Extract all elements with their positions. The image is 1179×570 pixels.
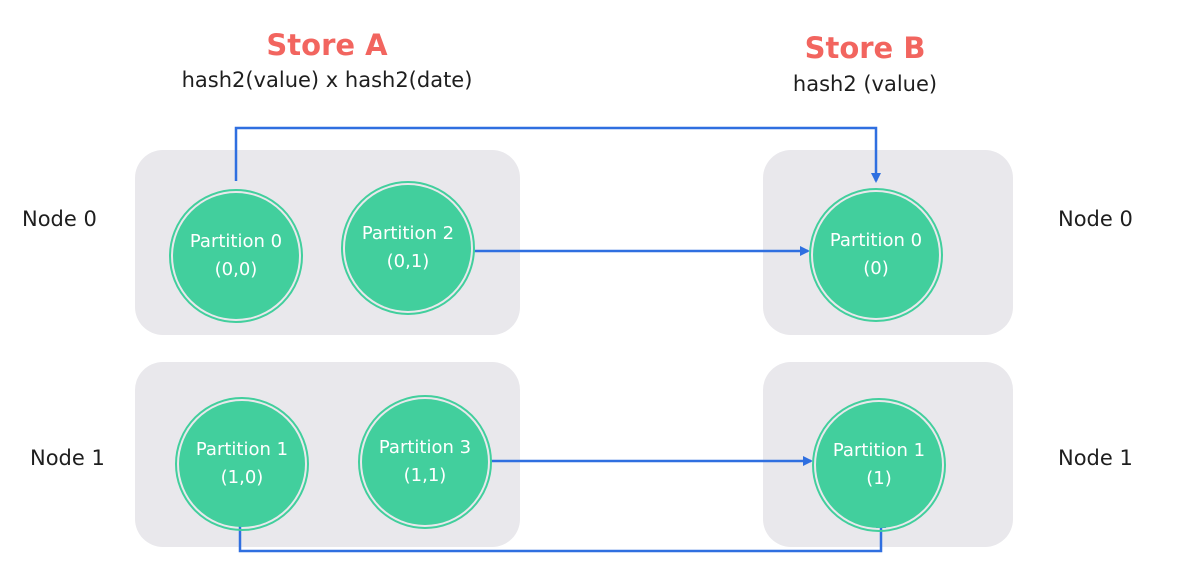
partition-name: Partition 0 — [829, 230, 923, 251]
partition-ring — [812, 398, 946, 532]
partition-name: Partition 1 — [195, 439, 289, 460]
partition-key: (1) — [866, 468, 892, 489]
store-a-partition-2: Partition 2 (0,1) — [345, 185, 471, 311]
partition-ring — [169, 189, 303, 323]
partition-ring — [809, 188, 943, 322]
left-node-0-label: Node 0 — [22, 207, 97, 231]
store-b-partition-1: Partition 1 (1) — [816, 402, 942, 528]
right-node-0-label: Node 0 — [1058, 207, 1133, 231]
right-node-1-label: Node 1 — [1058, 446, 1133, 470]
store-a-partition-1: Partition 1 (1,0) — [179, 401, 305, 527]
partition-ring — [358, 395, 492, 529]
left-node-1-label: Node 1 — [30, 446, 105, 470]
partition-name: Partition 1 — [832, 440, 926, 461]
flow-arrow-a-p0-to-b-p0 — [234, 126, 881, 183]
store-a-partition-3: Partition 3 (1,1) — [362, 399, 488, 525]
partition-ring — [175, 397, 309, 531]
partition-name: Partition 3 — [378, 437, 472, 458]
partition-name: Partition 0 — [189, 231, 283, 252]
partition-key: (0) — [863, 258, 889, 279]
store-a-partition-0: Partition 0 (0,0) — [173, 193, 299, 319]
store-b-partition-0: Partition 0 (0) — [813, 192, 939, 318]
partition-key: (1,1) — [403, 465, 447, 486]
partition-ring — [341, 181, 475, 315]
partition-key: (1,0) — [220, 467, 264, 488]
store-b-formula: hash2 (value) — [792, 72, 938, 96]
store-b-title: Store B — [804, 31, 926, 65]
store-a-title: Store A — [266, 28, 388, 62]
store-a-formula: hash2(value) x hash2(date) — [181, 68, 473, 92]
partition-name: Partition 2 — [361, 223, 455, 244]
flow-arrow-a-p1-to-b-p1 — [238, 518, 886, 553]
partition-key: (0,0) — [214, 259, 258, 280]
partition-key: (0,1) — [386, 251, 430, 272]
